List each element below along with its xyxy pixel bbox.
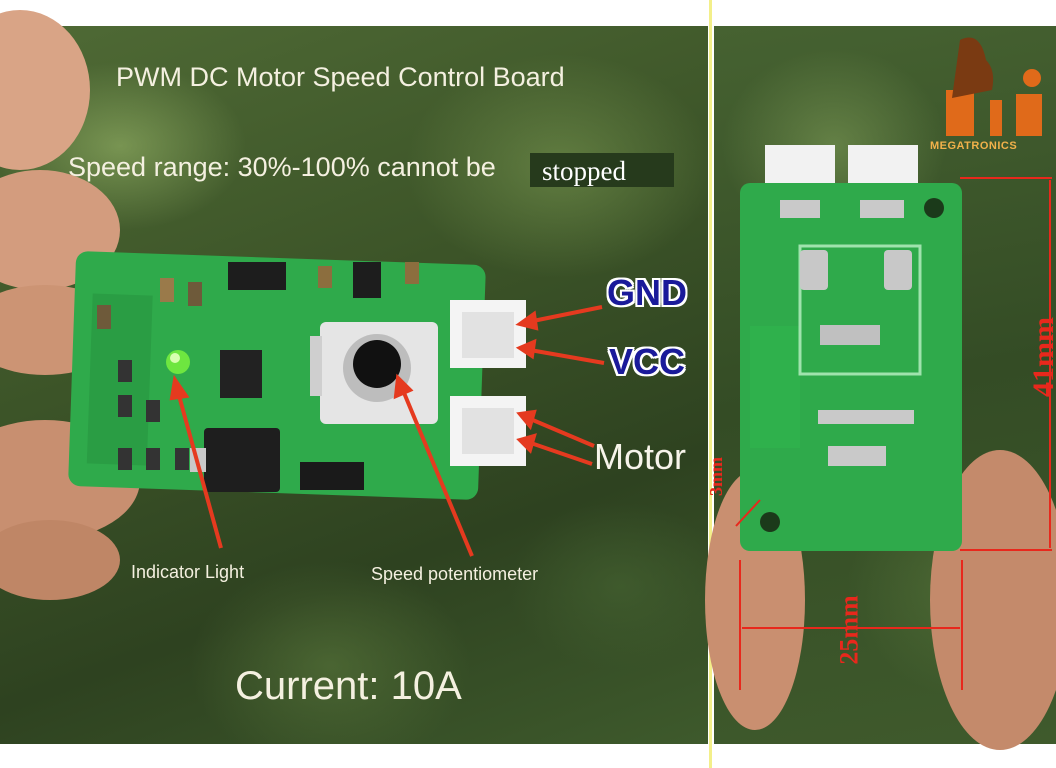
speed-potentiometer-label: Speed potentiometer [371, 564, 539, 584]
indicator-light-label: Indicator Light [131, 562, 245, 582]
dimension-lines [735, 177, 1052, 690]
pcb-back [740, 145, 962, 551]
page-title: PWM DC Motor Speed Control Board [116, 62, 565, 92]
brand-logo-text: MEGATRONICS [930, 140, 1018, 152]
height-dimension-label: 41mm [1026, 317, 1056, 397]
vcc-label: VCC [609, 341, 686, 382]
current-rating-label: Current: 10A [235, 664, 462, 708]
speed-range-label: Speed range: 30%-100% cannot be [68, 152, 496, 182]
width-dimension-label: 25mm [834, 595, 864, 665]
stopped-label: stopped [530, 153, 674, 187]
panel-divider [709, 0, 712, 768]
motor-label: Motor [594, 436, 687, 477]
gnd-label: GND [607, 272, 687, 313]
annotation-arrows [169, 305, 605, 557]
hole-dimension-label: 3mm [706, 457, 726, 496]
goat-logo-icon [946, 37, 1042, 136]
pcb-front [68, 251, 526, 500]
